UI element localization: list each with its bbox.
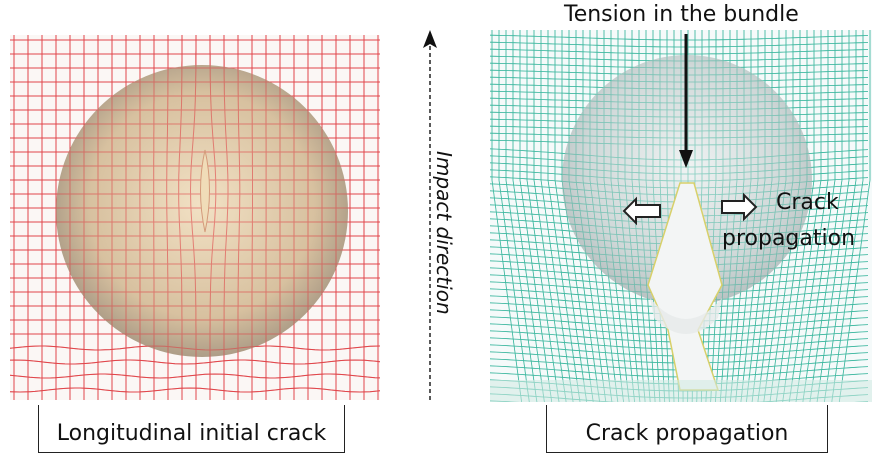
- right-caption: Crack propagation: [585, 421, 789, 446]
- right-crack-shadow: [650, 298, 722, 334]
- right-ground-band: [490, 380, 872, 402]
- tension-label: Tension in the bundle: [564, 2, 799, 27]
- tension-arrow-head: [679, 150, 693, 168]
- left-mesh-overlay: [10, 35, 380, 400]
- left-caption: Longitudinal initial crack: [56, 421, 327, 446]
- crack-left-arrow-icon: [622, 196, 661, 226]
- left-panel: [10, 35, 380, 400]
- crack-label-line1: Crack: [776, 190, 839, 215]
- right-caption-box: Crack propagation: [546, 405, 828, 453]
- crack-right-arrow-icon: [721, 192, 758, 222]
- crack-label-line2: propagation: [722, 226, 856, 251]
- left-initial-crack: [200, 149, 210, 233]
- right-panel: [490, 30, 872, 402]
- left-caption-box: Longitudinal initial crack: [38, 405, 345, 453]
- impact-direction-arrow: [423, 30, 437, 400]
- impact-direction-label: Impact direction: [432, 151, 456, 315]
